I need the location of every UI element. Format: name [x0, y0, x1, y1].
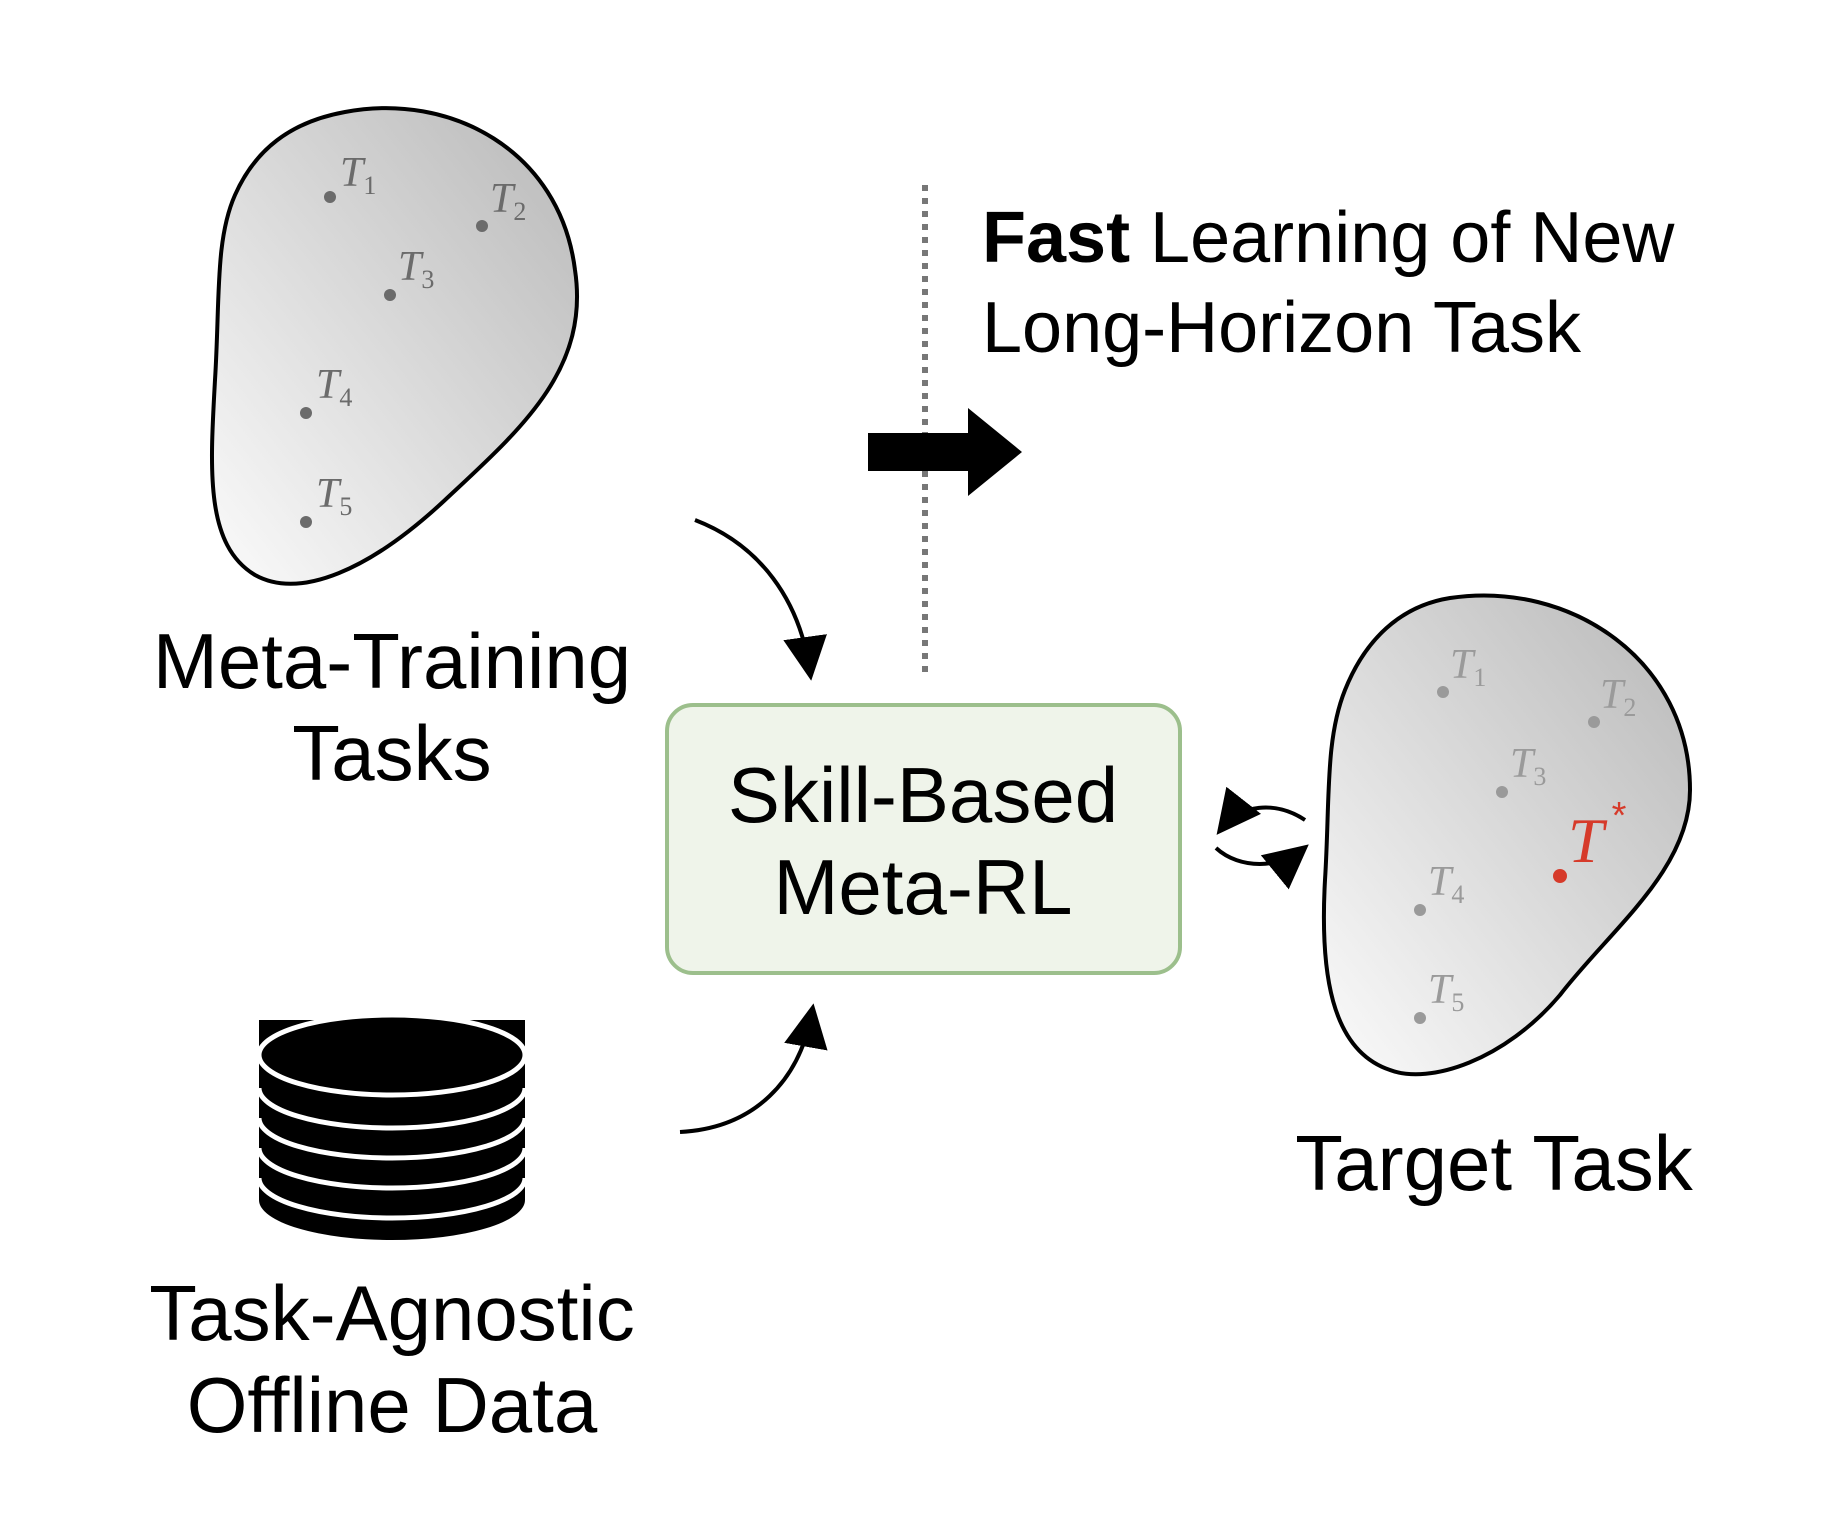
- meta-task-5: T5: [300, 471, 352, 528]
- svg-text:T2: T2: [1600, 672, 1636, 722]
- meta-task-1-dot: [324, 191, 336, 203]
- meta-task-2-subscript: 2: [513, 197, 526, 226]
- target-blob-shape: [1321, 593, 1693, 1077]
- svg-text:T1: T1: [340, 150, 376, 200]
- svg-text:T3: T3: [1510, 741, 1546, 791]
- heading-bold-word: Fast: [982, 198, 1130, 278]
- target-task-3-subscript: 3: [1533, 762, 1546, 791]
- method-box: [665, 703, 1182, 975]
- target-task-3-dot: [1496, 786, 1508, 798]
- target-task-3: T3: [1496, 741, 1546, 798]
- meta-task-4: T4: [300, 362, 352, 419]
- target-task-2: T2: [1588, 672, 1636, 728]
- svg-text:T5: T5: [316, 471, 352, 521]
- svg-text:T*: T*: [1568, 795, 1627, 876]
- offline-data-label-line2: Offline Data: [187, 1361, 598, 1449]
- target-task-label: Target Task: [1295, 1119, 1693, 1207]
- heading-line1: Fast Learning of New: [982, 198, 1675, 278]
- heading-line2: Long-Horizon Task: [982, 288, 1582, 368]
- meta-task-4-dot: [300, 407, 312, 419]
- target-task-2-dot: [1588, 716, 1600, 728]
- meta-training-label-line2: Tasks: [292, 709, 491, 797]
- target-task-4-dot: [1414, 904, 1426, 916]
- svg-text:T3: T3: [398, 244, 434, 294]
- meta-task-5-subscript: 5: [339, 492, 352, 521]
- target-task-star-superscript: *: [1612, 795, 1627, 837]
- target-task-4-subscript: 4: [1451, 880, 1464, 909]
- meta-training-label-line1: Meta-Training: [153, 617, 631, 705]
- big-right-arrow: [868, 408, 1022, 496]
- target-task-2-subscript: 2: [1623, 693, 1636, 722]
- target-task-4-symbol: T: [1428, 859, 1454, 905]
- target-task-1-symbol: T: [1450, 642, 1476, 688]
- svg-text:T4: T4: [316, 362, 352, 412]
- svg-text:T4: T4: [1428, 859, 1464, 909]
- target-task-4: T4: [1414, 859, 1464, 916]
- target-task-star: T*: [1553, 795, 1627, 883]
- meta-task-1: T1: [324, 150, 376, 203]
- meta-task-2: T2: [476, 176, 526, 232]
- meta-task-3-subscript: 3: [421, 265, 434, 294]
- interaction-cycle-icon: [1214, 786, 1309, 890]
- meta-task-3-dot: [384, 289, 396, 301]
- svg-text:T2: T2: [490, 176, 526, 226]
- offline-data-label-line1: Task-Agnostic: [149, 1269, 635, 1357]
- database-icon: [256, 1012, 528, 1240]
- target-task-blob: T1 T2 T3 T4 T5: [1321, 593, 1693, 1077]
- target-task-5-subscript: 5: [1451, 988, 1464, 1017]
- meta-task-5-dot: [300, 516, 312, 528]
- meta-task-2-symbol: T: [490, 176, 516, 222]
- method-box-line1: Skill-Based: [728, 751, 1118, 839]
- meta-task-3-symbol: T: [398, 244, 424, 290]
- meta-training-blob-shape: [210, 106, 579, 586]
- arrow-offline-data-to-box: [679, 1003, 828, 1134]
- arrow-meta-tasks-to-box: [694, 518, 827, 681]
- meta-task-4-symbol: T: [316, 362, 342, 408]
- heading-line1-rest: Learning of New: [1130, 198, 1675, 278]
- target-task-5-symbol: T: [1428, 967, 1454, 1013]
- meta-task-1-subscript: 1: [363, 171, 376, 200]
- meta-task-3: T3: [384, 244, 434, 301]
- target-task-star-symbol: T: [1568, 805, 1608, 876]
- meta-training-task-blob: T1 T2 T3 T4 T5: [210, 106, 579, 586]
- svg-text:T5: T5: [1428, 967, 1464, 1017]
- target-task-5: T5: [1414, 967, 1464, 1024]
- target-task-1: T1: [1437, 642, 1486, 698]
- target-task-3-symbol: T: [1510, 741, 1536, 787]
- svg-text:T1: T1: [1450, 642, 1486, 692]
- meta-task-2-dot: [476, 220, 488, 232]
- target-task-1-dot: [1437, 686, 1449, 698]
- meta-task-5-symbol: T: [316, 471, 342, 517]
- meta-task-1-symbol: T: [340, 150, 366, 196]
- target-task-1-subscript: 1: [1473, 663, 1486, 692]
- meta-task-4-subscript: 4: [339, 383, 352, 412]
- target-task-star-dot: [1553, 869, 1567, 883]
- method-box-line2: Meta-RL: [773, 843, 1072, 931]
- target-task-5-dot: [1414, 1012, 1426, 1024]
- target-task-2-symbol: T: [1600, 672, 1626, 718]
